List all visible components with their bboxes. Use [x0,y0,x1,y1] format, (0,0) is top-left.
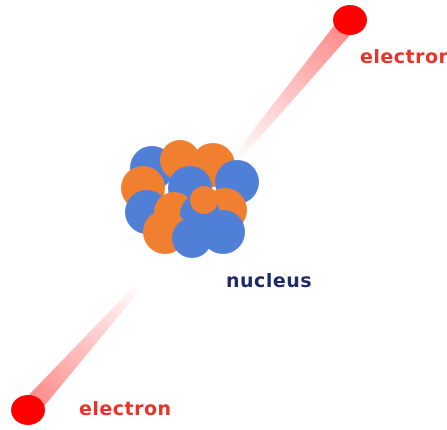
nucleus-cluster [121,140,259,258]
neutron [201,210,245,254]
electron-top [333,5,367,35]
electron-trail-top [233,14,358,160]
nucleus-label: nucleus [226,270,313,292]
electron-trail-bottom [20,284,142,416]
electron-bottom [11,395,45,425]
electron-label-top: electron [360,46,447,68]
proton [190,186,218,214]
electron-label-bottom: electron [79,398,172,420]
